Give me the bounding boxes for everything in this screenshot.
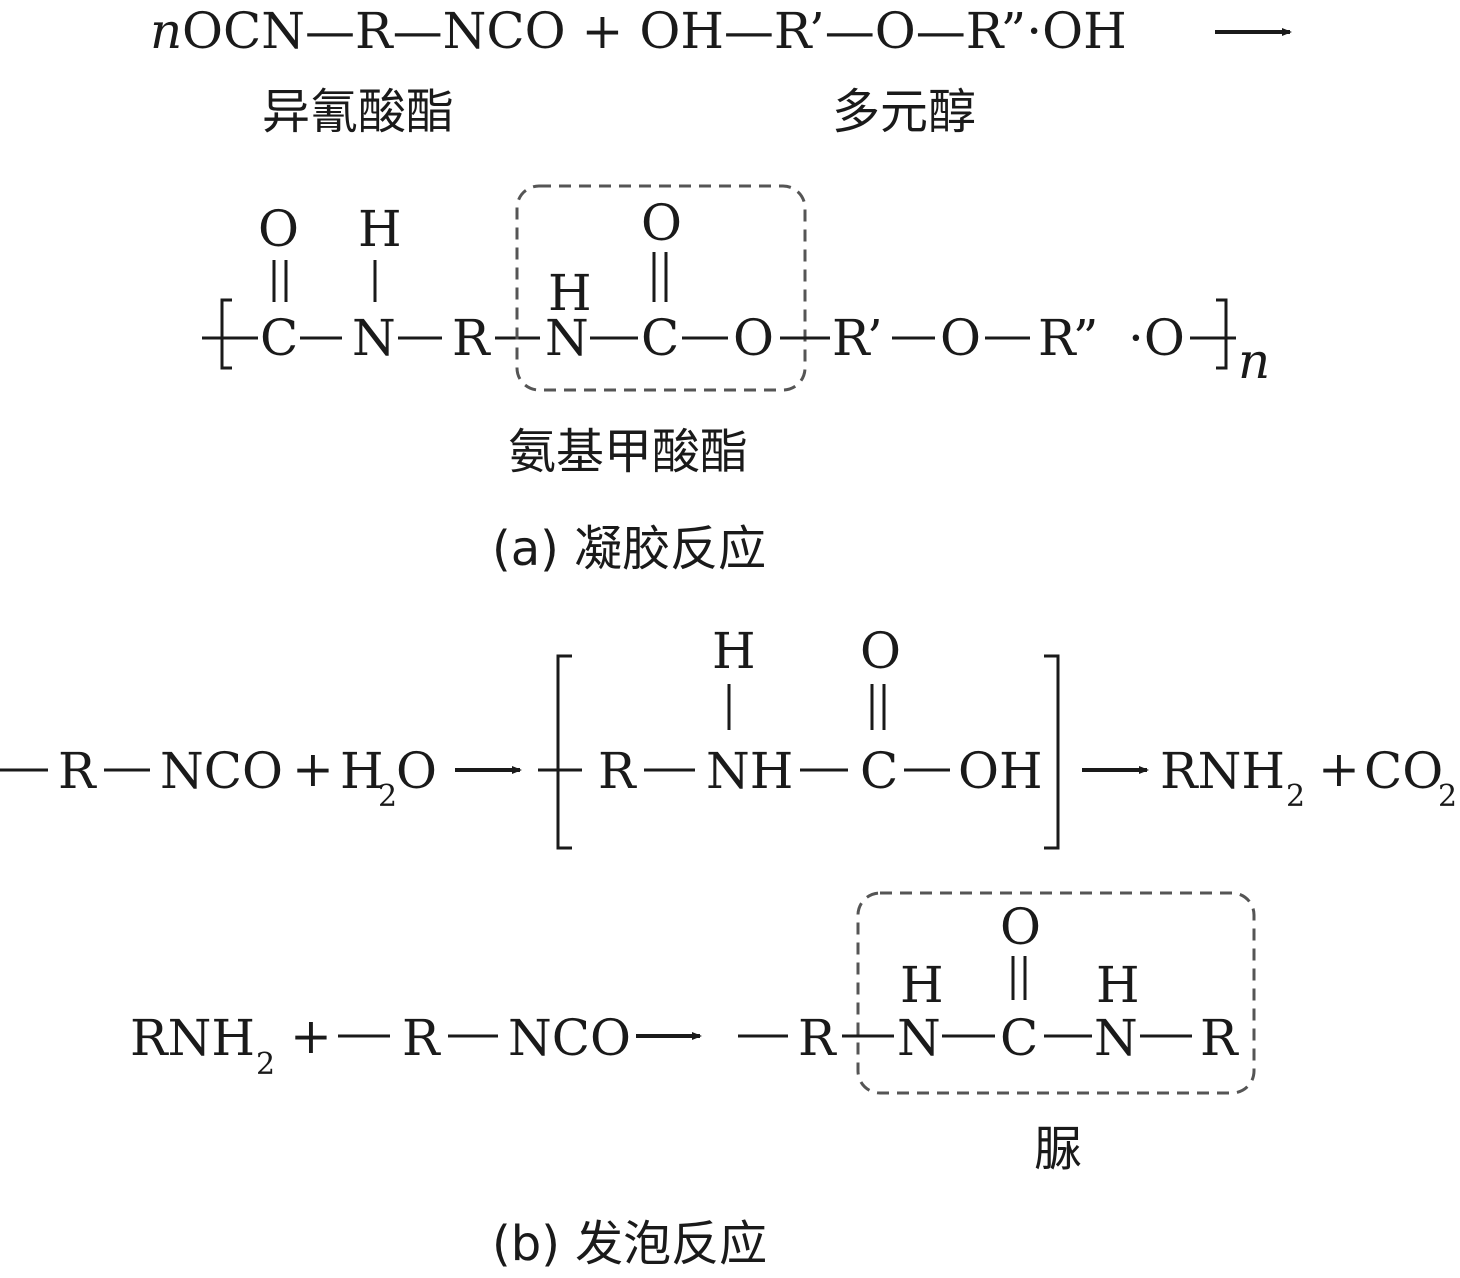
- group-R: R: [452, 309, 491, 367]
- atom-N: N: [352, 309, 396, 367]
- group-R: R: [598, 742, 637, 800]
- polyol-label: 多元醇: [832, 84, 976, 140]
- right-bracket: [1216, 298, 1228, 370]
- atom-O: O: [641, 194, 682, 252]
- amine-subscript: 2: [256, 1047, 275, 1082]
- plus-sign: +: [1318, 740, 1360, 798]
- carbamate-label: 氨基甲酸酯: [508, 424, 748, 480]
- group-R-prime: R’: [832, 309, 883, 367]
- atom-N: N: [1094, 1009, 1138, 1067]
- group-NCO: NCO: [508, 1009, 631, 1067]
- urea-label: 脲: [1034, 1121, 1082, 1177]
- carbon-dioxide-subscript: 2: [1438, 779, 1457, 814]
- group-R: R: [402, 1009, 441, 1067]
- water-H: H: [340, 742, 384, 800]
- atom-N: N: [545, 309, 589, 367]
- group-R-double-prime: R”: [1038, 309, 1098, 367]
- atom-O: O: [258, 200, 299, 258]
- group-R: R: [798, 1009, 837, 1067]
- group-R: R: [1200, 1009, 1239, 1067]
- atom-H: H: [712, 622, 756, 680]
- atom-O: ·O: [1128, 309, 1185, 367]
- left-bracket: [556, 654, 572, 850]
- atom-O: O: [940, 309, 981, 367]
- atom-H: H: [548, 264, 592, 322]
- water-subscript: 2: [378, 779, 397, 814]
- atom-C: C: [860, 742, 898, 800]
- atom-C: C: [1000, 1009, 1038, 1067]
- atom-C: C: [641, 309, 679, 367]
- carbon-dioxide-CO: CO: [1364, 742, 1443, 800]
- blowing-reaction: R NCO + H 2 O R H NH O C OH RNH 2 + CO 2…: [0, 622, 1457, 1272]
- atom-H: H: [1096, 956, 1140, 1014]
- plus-sign: +: [290, 1007, 332, 1065]
- urea-highlight-box: [856, 891, 1256, 1095]
- gel-reaction: n OCN—R—NCO + OH—R’—O—R”·OH 异氰酸酯 多元醇 O C…: [150, 2, 1292, 577]
- repeat-count-n: n: [1238, 332, 1270, 390]
- group-NH: NH: [706, 742, 793, 800]
- atom-O: O: [860, 622, 901, 680]
- atom-C: C: [260, 309, 298, 367]
- caption-a: (a) 凝胶反应: [492, 521, 766, 577]
- group-OH: OH: [958, 742, 1043, 800]
- plus-sign: +: [292, 740, 334, 798]
- reactants-equation: OCN—R—NCO + OH—R’—O—R”·OH: [182, 2, 1127, 60]
- group-R: R: [58, 742, 97, 800]
- atom-O: O: [733, 309, 774, 367]
- atom-H: H: [900, 956, 944, 1014]
- atom-O: O: [1000, 898, 1041, 956]
- atom-N: N: [897, 1009, 941, 1067]
- left-bracket: [220, 298, 232, 370]
- caption-b: (b) 发泡反应: [492, 1216, 767, 1272]
- amine-RNH: RNH: [1160, 742, 1285, 800]
- group-NCO: NCO: [160, 742, 283, 800]
- atom-H: H: [358, 200, 402, 258]
- isocyanate-label: 异氰酸酯: [262, 84, 454, 140]
- right-bracket: [1044, 654, 1060, 850]
- carbamate-highlight-box: [515, 184, 807, 392]
- amine-subscript: 2: [1286, 779, 1305, 814]
- amine-RNH: RNH: [130, 1009, 255, 1067]
- n-coefficient: n: [150, 2, 182, 60]
- water-O: O: [396, 742, 437, 800]
